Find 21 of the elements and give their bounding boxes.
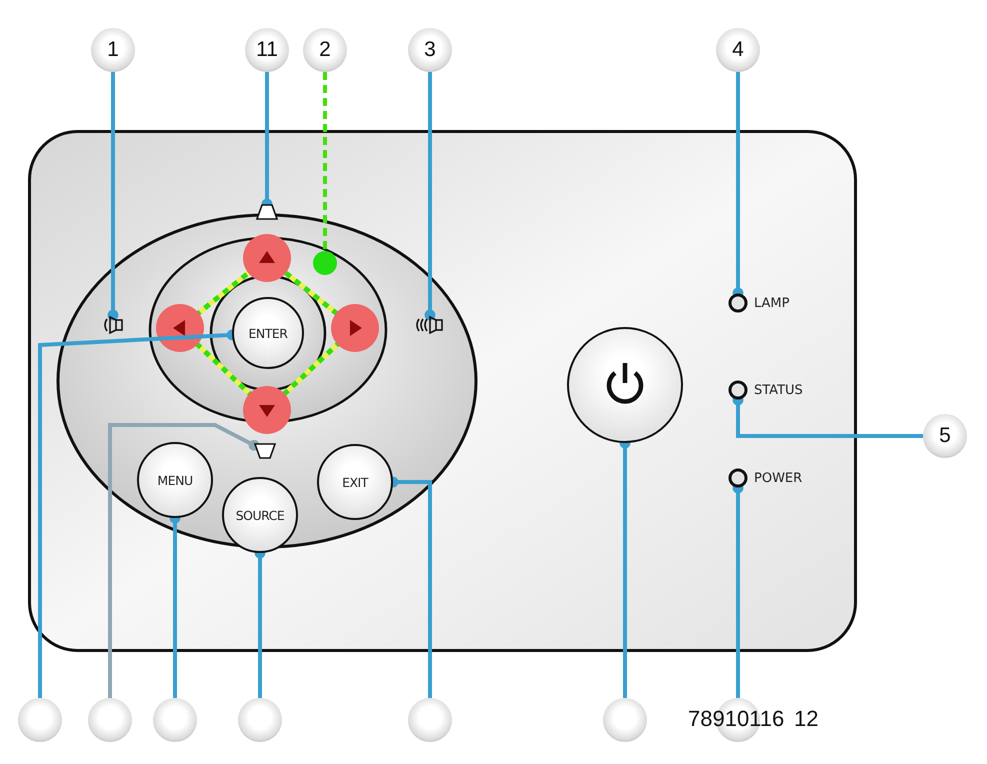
leader-line	[108, 72, 118, 320]
callout-number: 4	[716, 28, 760, 72]
callout-number-text: 12	[794, 706, 818, 732]
callout-circle	[408, 698, 452, 742]
indicator-label: STATUS	[754, 382, 803, 398]
callout-circle	[153, 698, 197, 742]
callout-circle	[238, 698, 282, 742]
callout-number: 3	[408, 28, 452, 72]
leader-line	[424, 72, 436, 320]
callout-number: 5	[923, 414, 967, 458]
leader-line	[108, 423, 260, 698]
callout-circle	[603, 698, 647, 742]
callout-circle	[88, 698, 132, 742]
callout-number-text: 78910116	[688, 706, 784, 732]
callout-number: 11	[245, 28, 289, 72]
callout-circle	[18, 698, 62, 742]
callout-number: 2	[303, 28, 347, 72]
indicator-label: LAMP	[754, 296, 790, 310]
dashed-leader-line	[323, 72, 327, 251]
callout-number: 1	[91, 28, 135, 72]
indicator-label: POWER	[754, 470, 802, 486]
